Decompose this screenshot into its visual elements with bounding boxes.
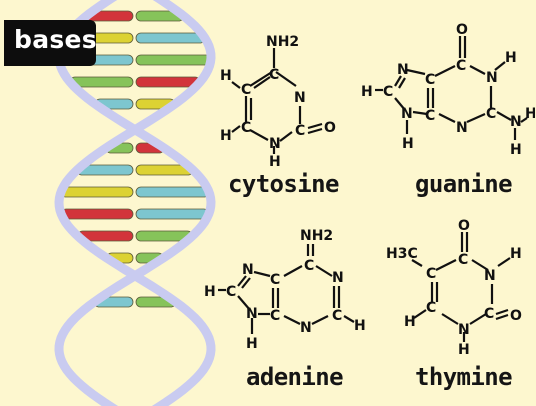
base-pair-segment <box>135 32 206 44</box>
guanine-n-label: N <box>456 120 468 136</box>
base-pair-segment <box>60 208 134 220</box>
cytosine-c-label: C <box>269 67 279 83</box>
adenine-c-label: C <box>270 308 280 324</box>
guanine-n-label: N <box>397 62 409 78</box>
guanine-o-label: O <box>456 22 468 38</box>
guanine-h-label: H <box>510 142 522 158</box>
cytosine-h-label: H <box>269 154 281 168</box>
thymine-h-label: H <box>404 314 416 330</box>
cytosine-caption: cytosine <box>228 170 339 198</box>
adenine-nh2-label: NH2 <box>300 228 333 244</box>
base-pair-segment <box>135 54 212 66</box>
adenine-caption: adenine <box>246 363 344 391</box>
guanine-n-label: N <box>510 114 522 130</box>
adenine-n-label: N <box>332 270 344 286</box>
guanine-h-label: H <box>402 136 414 152</box>
adenine-structure: NH2 C N C C C H N N C H N H <box>204 228 366 352</box>
cytosine-n-label: N <box>294 90 306 106</box>
guanine-n-label: N <box>486 70 498 86</box>
helix-backbone-strand <box>54 0 216 406</box>
thymine-o-label: O <box>458 218 470 234</box>
adenine-c-label: C <box>332 308 342 324</box>
cytosine-c-label: C <box>295 123 305 139</box>
guanine-h-label: H <box>505 50 517 66</box>
adenine-h-label: H <box>204 284 216 300</box>
guanine-h-label: H <box>525 106 535 122</box>
thymine-c-label: C <box>484 306 494 322</box>
guanine-structure: O C N H C C C N N C H N H N H H <box>361 22 535 158</box>
thymine-n-label: N <box>458 322 470 338</box>
cytosine-structure: NH2 C C C H H N C N O H <box>220 34 336 168</box>
adenine-c-label: C <box>270 272 280 288</box>
adenine-c-label: C <box>226 284 236 300</box>
base-pair-segment <box>135 208 210 220</box>
guanine-h-label: H <box>361 84 373 100</box>
thymine-c-label: C <box>458 252 468 268</box>
cytosine-c-label: C <box>241 82 251 98</box>
guanine-c-label: C <box>425 108 435 124</box>
thymine-c-label: C <box>426 300 436 316</box>
cytosine-n-label: N <box>269 136 281 152</box>
guanine-c-label: C <box>425 72 435 88</box>
thymine-n-label: N <box>484 268 496 284</box>
guanine-c-label: C <box>486 106 496 122</box>
cytosine-c-label: C <box>241 120 251 136</box>
thymine-o-label: O <box>510 308 522 324</box>
thymine-methyl-label: H3C <box>386 246 418 262</box>
adenine-c-label: C <box>304 258 314 274</box>
adenine-n-label: N <box>300 320 312 336</box>
cytosine-o-label: O <box>324 120 336 136</box>
cytosine-nh2-label: NH2 <box>266 34 299 50</box>
guanine-c-label: C <box>456 58 466 74</box>
thymine-h-label: H <box>510 246 522 262</box>
thymine-caption: thymine <box>415 363 513 391</box>
base-pair-segment <box>60 186 134 198</box>
guanine-caption: guanine <box>415 170 513 198</box>
adenine-h-label: H <box>246 336 258 352</box>
cytosine-h-label: H <box>220 128 232 144</box>
base-pair-segment <box>135 186 210 198</box>
guanine-c-label: C <box>383 84 393 100</box>
thymine-h-label: H <box>458 342 470 358</box>
adenine-n-label: N <box>246 306 258 322</box>
thymine-structure: H3C O C N H C C C O H N H <box>386 218 522 358</box>
bases-label: bases <box>14 25 97 54</box>
guanine-n-label: N <box>401 106 413 122</box>
adenine-n-label: N <box>242 262 254 278</box>
adenine-h-label: H <box>354 318 366 334</box>
thymine-c-label: C <box>426 266 436 282</box>
cytosine-h-label: H <box>220 68 232 84</box>
base-pair-segment <box>135 76 201 88</box>
bases-badge: bases <box>4 20 97 66</box>
